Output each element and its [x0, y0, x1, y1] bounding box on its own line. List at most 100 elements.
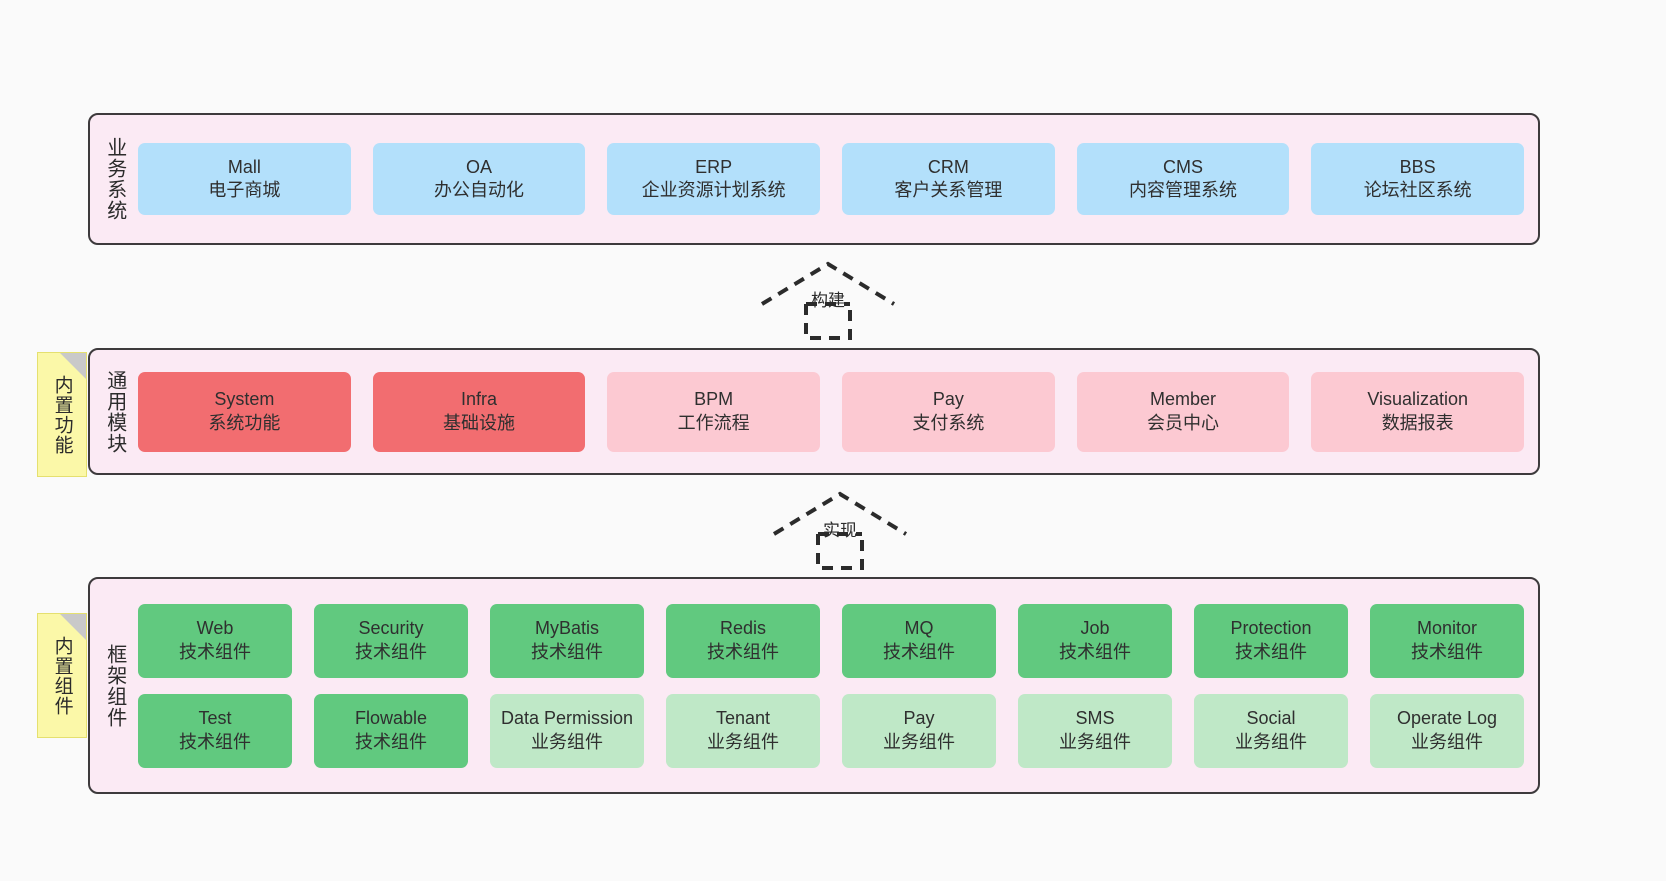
node-erp[interactable]: ERP 企业资源计划系统 — [607, 143, 821, 215]
layer-body-business-system: Mall 电子商城 OA 办公自动化 ERP 企业资源计划系统 CRM 客户关系… — [138, 115, 1538, 243]
node-subtitle: 技术组件 — [883, 641, 955, 662]
node-title: BBS — [1399, 156, 1436, 177]
node-title: Protection — [1230, 618, 1312, 639]
node-title: Visualization — [1367, 389, 1469, 410]
node-title: CMS — [1163, 156, 1204, 177]
node-subtitle: 基础设施 — [443, 412, 515, 433]
node-subtitle: 工作流程 — [677, 412, 750, 433]
node-subtitle: 企业资源计划系统 — [641, 180, 786, 200]
node-subtitle: 技术组件 — [1235, 641, 1307, 662]
node-subtitle: 技术组件 — [355, 731, 427, 752]
node-title: ERP — [695, 156, 733, 177]
node-subtitle: 业务组件 — [1059, 731, 1131, 752]
node-sms[interactable]: SMS 业务组件 — [1018, 693, 1172, 768]
node-subtitle: 技术组件 — [1059, 641, 1131, 662]
node-subtitle: 支付系统 — [912, 412, 985, 433]
node-subtitle: 业务组件 — [1235, 731, 1307, 752]
layer-body-common-modules: System 系统功能 Infra 基础设施 BPM 工作流程 Pay 支付系统… — [138, 350, 1538, 473]
layer-title-common-modules: 通用模块 — [103, 369, 126, 454]
node-title: BPM — [694, 389, 734, 410]
node-monitor[interactable]: Monitor 技术组件 — [1370, 603, 1524, 678]
node-title: CRM — [927, 156, 969, 177]
node-pay-business[interactable]: Pay 业务组件 — [842, 693, 996, 768]
layer-common-modules[interactable]: 通用模块 System 系统功能 Infra 基础设施 BPM 工作流程 Pay… — [88, 348, 1540, 475]
note-fold-icon — [60, 353, 86, 379]
node-subtitle: 技术组件 — [355, 641, 427, 662]
node-redis[interactable]: Redis 技术组件 — [666, 603, 820, 678]
node-subtitle: 系统功能 — [208, 412, 281, 433]
node-bbs[interactable]: BBS 论坛社区系统 — [1311, 143, 1525, 215]
node-title: Test — [198, 708, 232, 729]
connector-build: 构建 — [760, 261, 896, 340]
node-title: Web — [196, 618, 234, 639]
node-web[interactable]: Web 技术组件 — [138, 603, 292, 678]
node-member[interactable]: Member 会员中心 — [1076, 371, 1290, 452]
node-test[interactable]: Test 技术组件 — [138, 693, 292, 768]
note-builtin-components: 内置组件 — [37, 613, 87, 738]
node-title: Infra — [460, 389, 498, 410]
node-title: Social — [1246, 708, 1296, 729]
layer-title-business-system: 业务系统 — [103, 137, 126, 221]
node-title: OA — [466, 156, 493, 177]
node-subtitle: 业务组件 — [1411, 731, 1483, 752]
node-title: Flowable — [354, 708, 428, 729]
node-subtitle: 会员中心 — [1147, 412, 1220, 433]
node-mybatis[interactable]: MyBatis 技术组件 — [490, 603, 644, 678]
node-title: Pay — [903, 708, 935, 729]
node-subtitle: 数据报表 — [1381, 412, 1454, 433]
layer-business-system[interactable]: 业务系统 Mall 电子商城 OA 办公自动化 ERP 企业资源计划系统 CRM… — [88, 113, 1540, 245]
node-subtitle: 业务组件 — [707, 731, 779, 752]
node-job[interactable]: Job 技术组件 — [1018, 603, 1172, 678]
node-subtitle: 业务组件 — [531, 731, 603, 752]
node-pay[interactable]: Pay 支付系统 — [842, 371, 1055, 452]
node-flowable[interactable]: Flowable 技术组件 — [314, 693, 468, 768]
node-title: MyBatis — [534, 618, 599, 639]
node-subtitle: 技术组件 — [707, 641, 779, 662]
node-title: Job — [1080, 618, 1110, 639]
node-operate-log[interactable]: Operate Log 业务组件 — [1370, 693, 1524, 768]
node-subtitle: 技术组件 — [179, 731, 251, 752]
node-title: Security — [358, 618, 424, 639]
node-title: SMS — [1075, 708, 1115, 729]
node-data-permission[interactable]: Data Permission 业务组件 — [490, 693, 644, 768]
node-crm[interactable]: CRM 客户关系管理 — [842, 143, 1055, 215]
node-protection[interactable]: Protection 技术组件 — [1194, 603, 1348, 678]
layer-title-framework-components: 框架组件 — [103, 643, 126, 728]
layer-row: Web 技术组件 Security 技术组件 MyBatis 技术组件 Redi… — [138, 603, 1524, 678]
node-subtitle: 业务组件 — [883, 731, 955, 752]
node-subtitle: 技术组件 — [179, 641, 251, 662]
node-bpm[interactable]: BPM 工作流程 — [607, 371, 821, 452]
node-title: MQ — [904, 618, 934, 639]
node-subtitle: 电子商城 — [208, 180, 281, 200]
node-title: Pay — [932, 389, 964, 410]
connector-implement: 实现 — [772, 491, 908, 570]
node-tenant[interactable]: Tenant 业务组件 — [666, 693, 820, 768]
node-infra[interactable]: Infra 基础设施 — [372, 371, 586, 452]
layer-row: System 系统功能 Infra 基础设施 BPM 工作流程 Pay 支付系统… — [138, 371, 1525, 452]
node-title: Redis — [719, 618, 767, 639]
node-subtitle: 技术组件 — [1411, 641, 1483, 662]
node-visualization[interactable]: Visualization 数据报表 — [1311, 371, 1525, 452]
node-title: System — [214, 389, 275, 410]
node-system[interactable]: System 系统功能 — [138, 371, 351, 452]
node-title: Mall — [227, 156, 261, 177]
node-oa[interactable]: OA 办公自动化 — [372, 143, 586, 215]
layer-row: Test 技术组件 Flowable 技术组件 Data Permission … — [138, 693, 1524, 768]
node-subtitle: 技术组件 — [531, 641, 603, 662]
node-social[interactable]: Social 业务组件 — [1194, 693, 1348, 768]
node-title: Tenant — [715, 708, 771, 729]
layer-framework-components[interactable]: 框架组件 Web 技术组件 Security 技术组件 MyBatis 技术组件… — [88, 577, 1540, 794]
node-cms[interactable]: CMS 内容管理系统 — [1076, 143, 1290, 215]
node-security[interactable]: Security 技术组件 — [314, 603, 468, 678]
note-text: 内置组件 — [51, 635, 73, 716]
node-mall[interactable]: Mall 电子商城 — [138, 143, 351, 215]
node-subtitle: 论坛社区系统 — [1363, 180, 1472, 200]
connector-label: 实现 — [823, 521, 857, 540]
node-mq[interactable]: MQ 技术组件 — [842, 603, 996, 678]
note-builtin-features: 内置功能 — [37, 352, 87, 477]
note-text: 内置功能 — [51, 374, 73, 455]
note-fold-icon — [60, 614, 86, 640]
node-title: Monitor — [1416, 618, 1478, 639]
node-subtitle: 办公自动化 — [434, 180, 524, 200]
node-subtitle: 内容管理系统 — [1129, 180, 1238, 200]
